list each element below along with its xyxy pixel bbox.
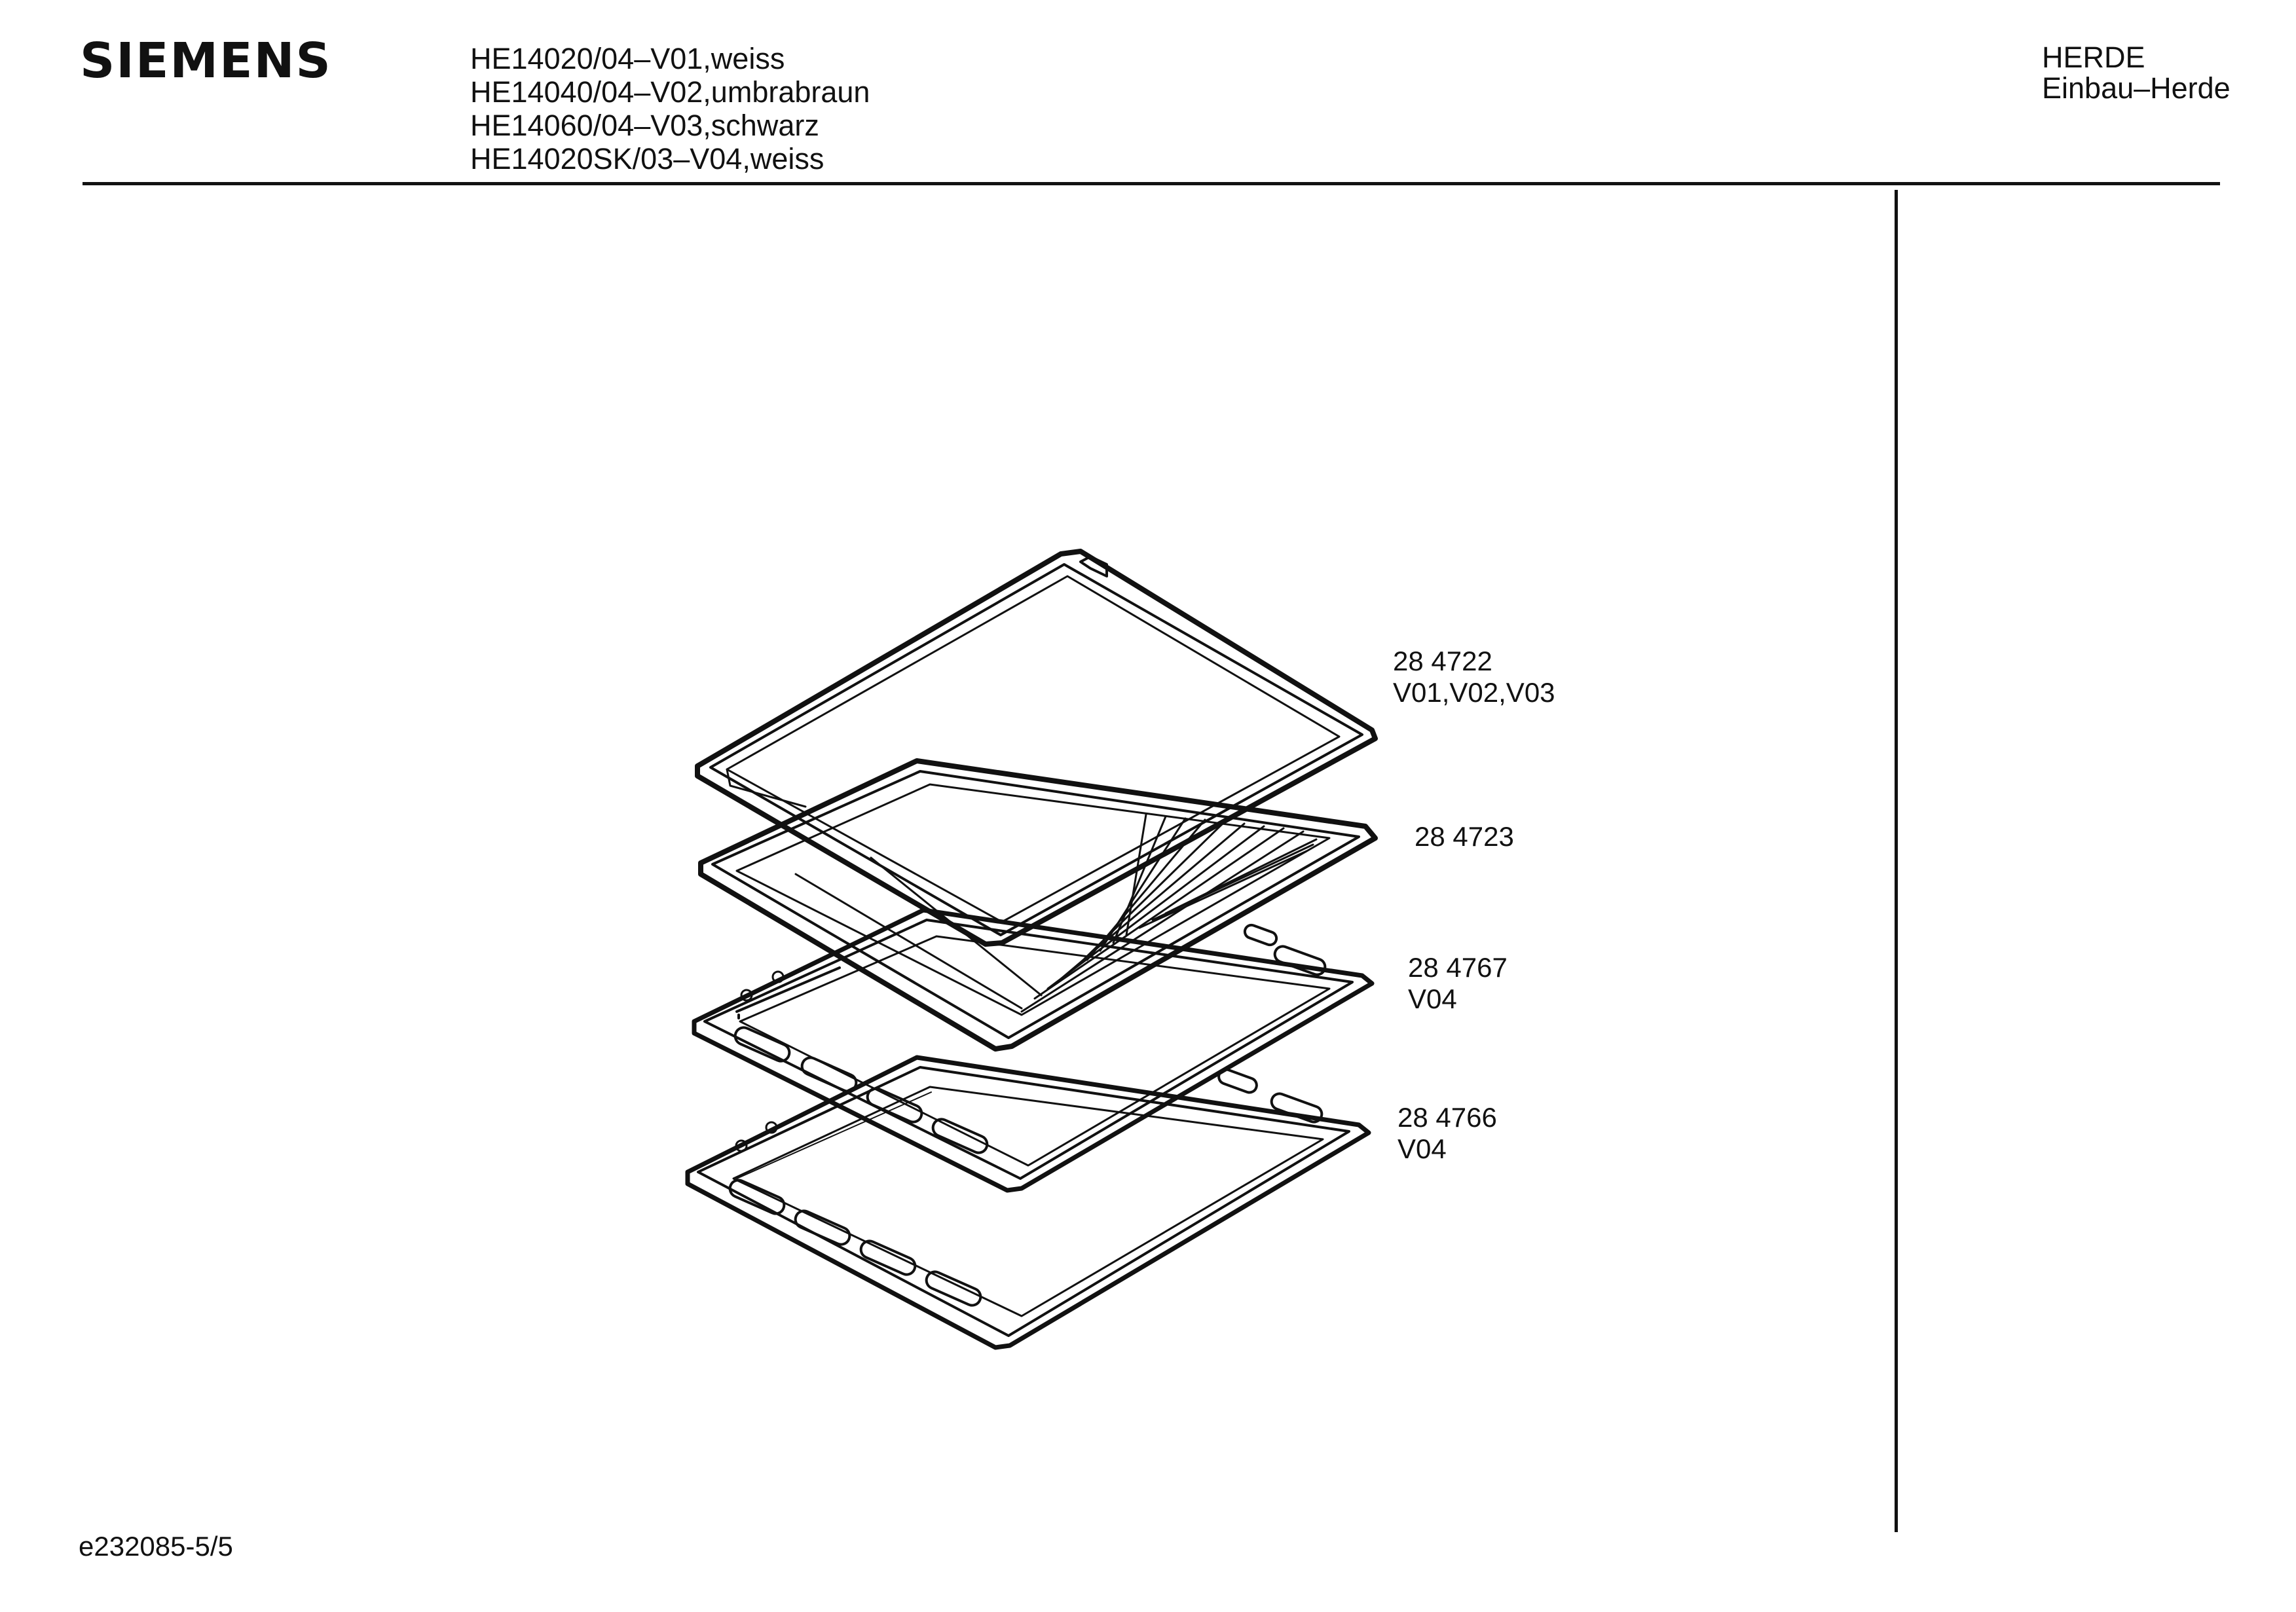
part-number: 28 4766: [1398, 1102, 1497, 1133]
category-line-1: HERDE: [2042, 41, 2145, 74]
model-line: HE14060/04–V03,schwarz: [470, 109, 819, 142]
part-label-28-4767: 28 4767 V04: [1408, 952, 1508, 1015]
part-28-4766-frame: [685, 1055, 1371, 1350]
model-list: HE14020/04–V01,weiss HE14040/04–V02,umbr…: [470, 42, 870, 175]
part-variants: V04: [1408, 983, 1457, 1014]
slot-holes: [733, 923, 1327, 1154]
part-number: 28 4767: [1408, 952, 1508, 983]
grid-bars: [794, 813, 1318, 1013]
part-variants: V01,V02,V03: [1393, 677, 1555, 708]
brand-logo: SIEMENS: [80, 33, 332, 89]
part-label-28-4723: 28 4723: [1415, 821, 1514, 852]
slot-holes: [728, 1068, 1324, 1307]
part-variants: V04: [1398, 1133, 1447, 1164]
part-number: 28 4723: [1415, 821, 1514, 852]
header-divider: [83, 182, 2220, 185]
part-28-4723-grid-shelf: [698, 758, 1378, 1052]
part-28-4767-frame: [692, 907, 1375, 1193]
category-line-2: Einbau–Herde: [2042, 71, 2231, 105]
part-number: 28 4722: [1393, 646, 1492, 676]
part-label-28-4766: 28 4766 V04: [1398, 1102, 1497, 1165]
margin-divider: [1895, 190, 1898, 1532]
product-category: HERDE Einbau–Herde: [2042, 42, 2231, 103]
model-line: HE14020/04–V01,weiss: [470, 42, 785, 75]
model-line: HE14040/04–V02,umbrabraun: [470, 75, 870, 109]
part-28-4722-baking-tray: [695, 549, 1378, 947]
document-id: e232085-5/5: [79, 1531, 233, 1562]
part-label-28-4722: 28 4722 V01,V02,V03: [1393, 646, 1555, 708]
model-line: HE14020SK/03–V04,weiss: [470, 142, 824, 175]
